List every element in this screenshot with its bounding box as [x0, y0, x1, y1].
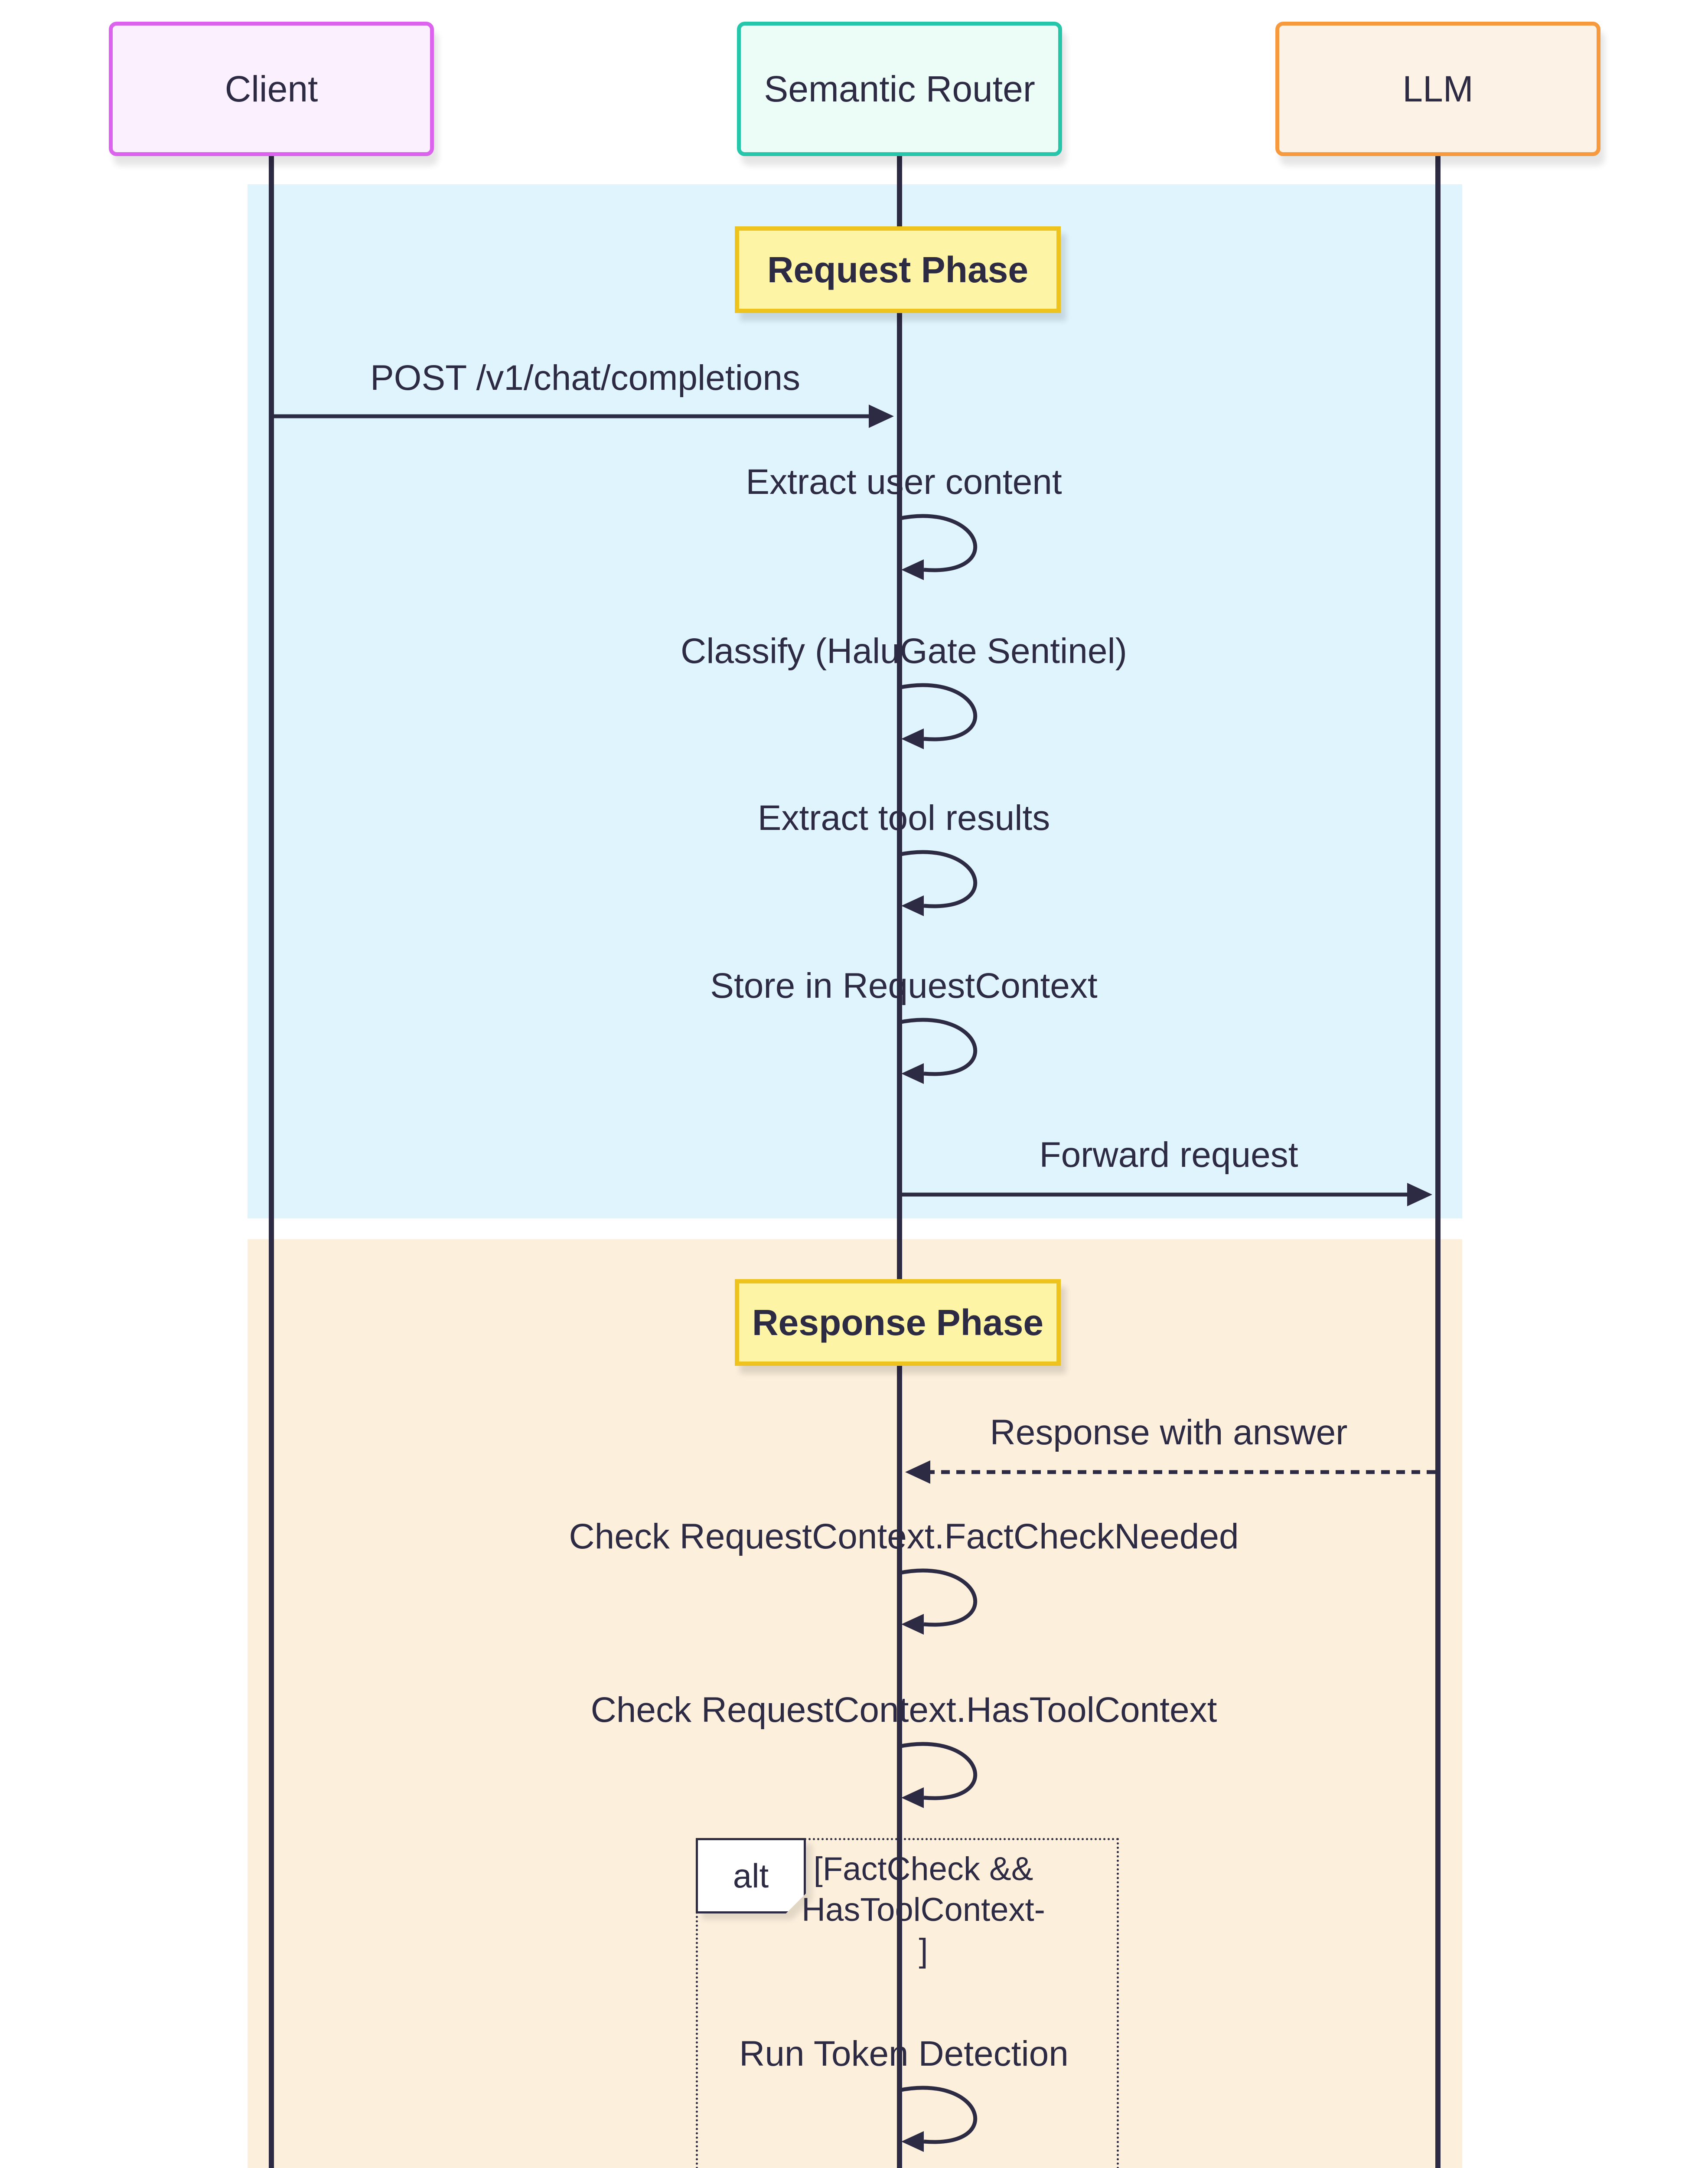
msg-extract-user: Extract user content — [746, 462, 1062, 502]
actor-llm-top: LLM — [1275, 22, 1600, 156]
msg-forward: Forward request — [1039, 1135, 1298, 1175]
msg-extract-tools: Extract tool results — [757, 798, 1050, 838]
note-response-phase: Response Phase — [735, 1279, 1061, 1366]
note-request-phase: Request Phase — [735, 226, 1061, 313]
actor-llm-label: LLM — [1402, 68, 1473, 109]
msg-check-hastool: Check RequestContext.HasToolContext — [590, 1690, 1217, 1730]
msg-store-context: Store in RequestContext — [710, 966, 1098, 1006]
alt-condition-if: [FactCheck && HasToolContext- ] — [802, 1851, 1045, 1969]
msg-classify: Classify (HaluGate Sentinel) — [681, 631, 1127, 671]
actor-client-label: Client — [225, 68, 318, 109]
lifeline-client — [269, 156, 274, 2168]
alt-label: alt — [696, 1838, 806, 1913]
msg-run-token: Run Token Detection — [739, 2034, 1069, 2073]
actor-client-top: Client — [109, 22, 434, 156]
alt-fragment-frame — [696, 1838, 1119, 2168]
lifeline-semantic-router — [897, 156, 902, 2168]
actor-semantic-router-label: Semantic Router — [764, 68, 1035, 109]
lifeline-llm — [1435, 156, 1441, 2168]
actor-semantic-router-top: Semantic Router — [737, 22, 1062, 156]
msg-check-factcheck: Check RequestContext.FactCheckNeeded — [569, 1517, 1239, 1556]
request-phase-band — [248, 184, 1462, 1218]
msg-response-answer: Response with answer — [990, 1413, 1348, 1452]
response-phase-band — [248, 1239, 1462, 2168]
alt-label-box: alt — [696, 1838, 806, 1913]
msg-post: POST /v1/chat/completions — [370, 358, 801, 398]
